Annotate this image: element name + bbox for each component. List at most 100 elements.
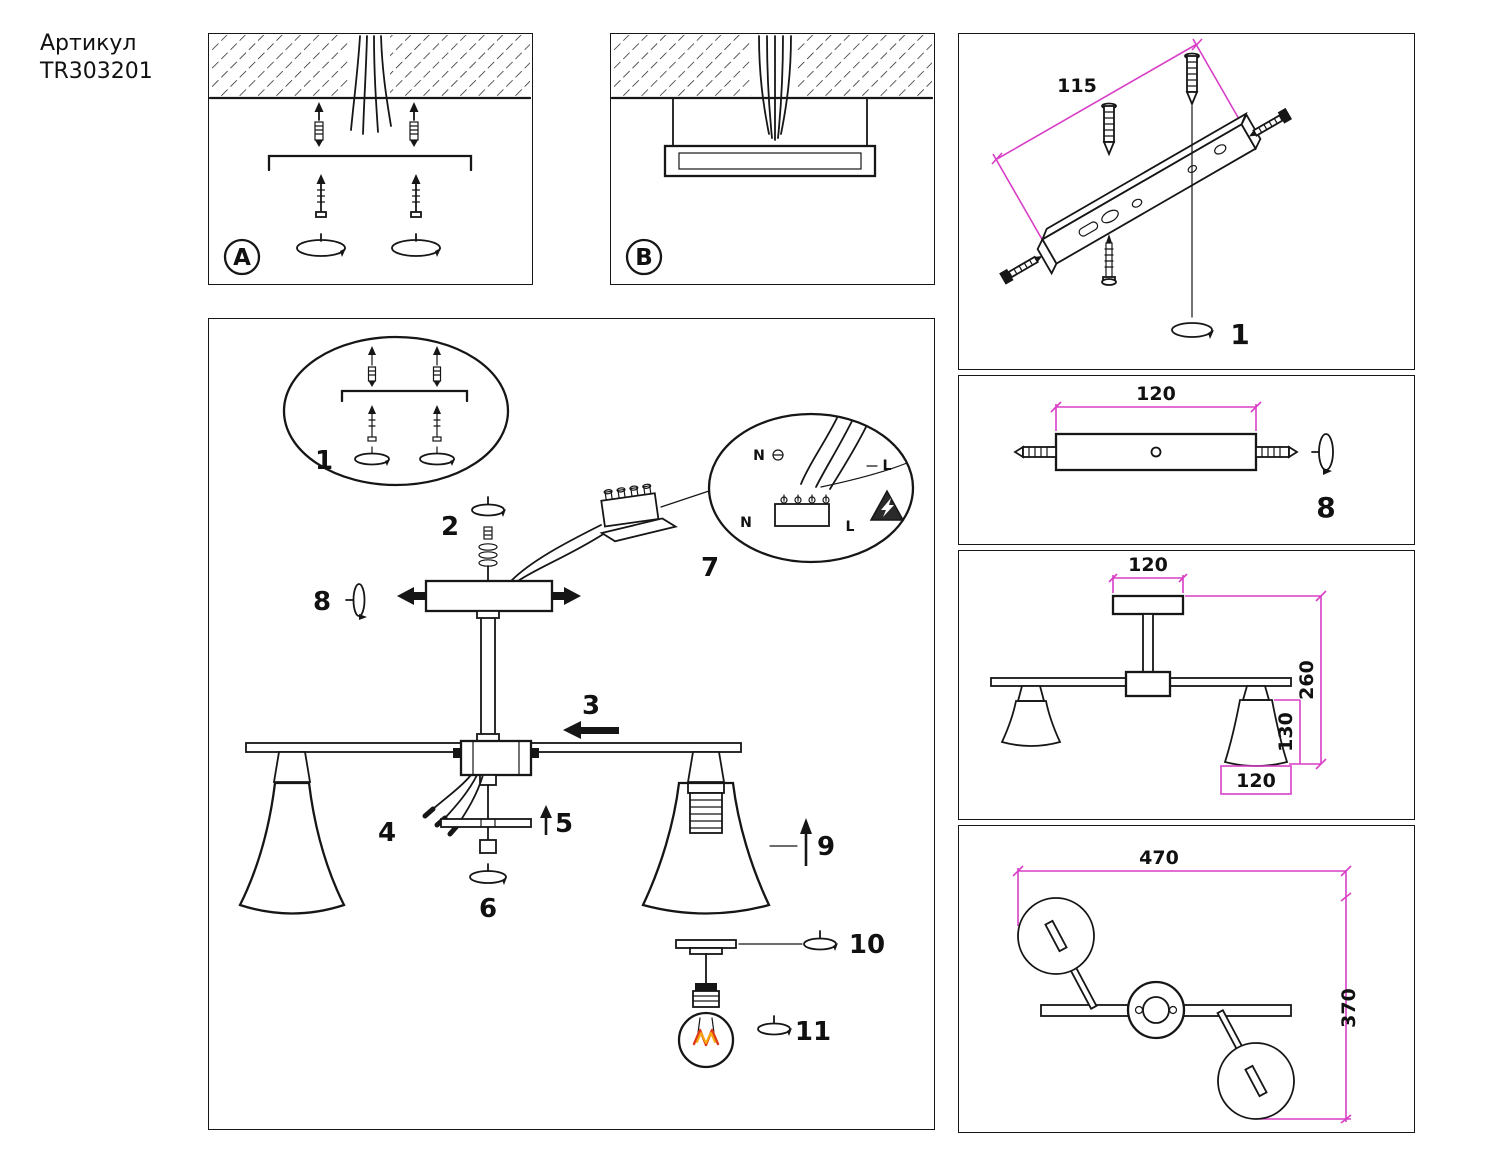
step-7-label: 7 <box>701 553 719 583</box>
dim-370: 370 <box>1259 871 1360 1124</box>
article-block: Артикул TR303201 <box>40 30 153 85</box>
step-9-group: 9 <box>769 818 835 866</box>
wire-l-label: L <box>883 458 892 474</box>
slide-left-arrow-icon <box>397 587 414 605</box>
dim-130: 130 <box>1274 699 1301 764</box>
bracket-iso-drawing: 115 <box>991 38 1293 351</box>
dim-120-shade: 120 <box>1220 765 1292 795</box>
dowel-icon <box>432 346 442 387</box>
step-10-group: 10 <box>675 930 885 960</box>
dim-115-label: 115 <box>1057 75 1097 97</box>
threaded-stud-right <box>1255 445 1299 459</box>
panel-a-drawing: A <box>209 35 531 276</box>
rotate-arrow-icon <box>1171 322 1214 339</box>
dowel-left-icon <box>314 102 324 147</box>
step-4-label: 4 <box>378 818 396 848</box>
dim-260-label: 260 <box>1296 660 1318 700</box>
step-4-group: 4 <box>378 774 484 848</box>
screw-icon <box>1101 234 1117 286</box>
dim-370-label: 370 <box>1338 988 1360 1028</box>
bracket-iso-panel: 115 <box>958 33 1415 370</box>
bolt-icon <box>999 255 1043 285</box>
dim-115: 115 <box>991 38 1244 242</box>
dim-120-top: 120 <box>1108 554 1188 593</box>
bracket-front-drawing: 120 8 <box>1013 383 1336 524</box>
step-6-label: 6 <box>479 894 497 924</box>
stem-side <box>1142 613 1154 677</box>
terminal-block <box>599 483 678 543</box>
panel-a-badge: A <box>223 238 261 276</box>
slide-right-arrow-icon <box>564 587 581 605</box>
dim-shade-width-label: 120 <box>1236 770 1276 792</box>
dim-120: 120 <box>1050 383 1262 431</box>
step-6-group: 6 <box>469 826 507 924</box>
step-3-label: 3 <box>582 691 600 721</box>
dowel-icon <box>1184 52 1200 107</box>
screw-left-icon <box>315 174 327 218</box>
detail-leader-line <box>660 490 710 508</box>
dim-120-label: 120 <box>1136 383 1176 405</box>
wiring-detail-oval: N L N L <box>707 412 915 564</box>
step-11-label: 11 <box>795 1017 831 1047</box>
screw-icon <box>367 405 377 442</box>
detail-terminal-block <box>774 494 830 527</box>
panel-b-badge: B <box>625 238 663 276</box>
step-1-label: 1 <box>315 446 333 476</box>
wire-n-label: N <box>740 515 752 531</box>
dim-260: 260 <box>1185 590 1327 770</box>
top-view-panel: 470 370 <box>958 825 1415 1133</box>
supply-wires <box>510 524 606 582</box>
step-2-label: 2 <box>441 512 459 542</box>
step-3-group: 3 <box>563 691 619 739</box>
arm-left <box>245 742 462 753</box>
mounting-plate <box>663 144 877 178</box>
panel-a-letter: A <box>233 245 251 271</box>
bolt-icon <box>1248 107 1293 137</box>
mounting-bar-outline <box>267 154 473 172</box>
up-arrow-icon <box>800 818 812 834</box>
screw-right-icon <box>410 174 422 218</box>
step-2-group: 2 <box>441 496 506 582</box>
bracket-front-panel: 120 8 <box>958 375 1415 545</box>
wire-bundle <box>350 35 392 135</box>
lampshade-left-side <box>1000 685 1062 747</box>
main-assembly-panel: 1 2 8 <box>208 318 935 1130</box>
rotate-arrow-icon <box>757 1022 791 1036</box>
shade-ring <box>675 939 737 955</box>
electric-warning-icon <box>869 489 905 521</box>
shade-circle-top-left <box>1017 897 1095 975</box>
lampshade-left <box>238 751 346 915</box>
panel-b-plate-mounting: B <box>610 33 935 285</box>
wire-n-label: N <box>753 448 765 464</box>
threaded-stud-left <box>1013 445 1057 459</box>
lampshade-right <box>641 751 771 915</box>
lampshade-right-side <box>1223 685 1289 767</box>
wire-bundle <box>758 35 792 141</box>
bulb-filament <box>692 1028 720 1047</box>
panel-b-letter: B <box>635 245 653 271</box>
detail-wires <box>800 417 908 490</box>
rotate-arrow-icon <box>803 937 837 951</box>
step-8-label: 8 <box>313 587 331 617</box>
step-5-group: 5 <box>440 784 573 839</box>
rotate-arrow-icon <box>1311 433 1334 475</box>
dowel-right-icon <box>409 102 419 147</box>
hub-top-view <box>1126 980 1186 1040</box>
mounting-bracket-front <box>1013 432 1299 472</box>
step-5-label: 5 <box>555 809 573 839</box>
dim-470: 470 <box>1012 847 1352 926</box>
side-view-panel: 120 260 130 120 <box>958 550 1415 820</box>
rotate-arrow-icon <box>419 446 455 466</box>
dim-top-label: 120 <box>1128 554 1168 576</box>
arm-right <box>530 742 742 753</box>
wire-l-label: L <box>846 519 855 535</box>
light-bulb <box>677 983 735 1069</box>
hub-side <box>1124 670 1172 698</box>
dim-130-label: 130 <box>1275 712 1297 752</box>
up-arrow-icon <box>540 805 552 818</box>
panel-a-dowel-mounting: A <box>208 33 533 285</box>
detail-1-label: 1 <box>1230 318 1249 351</box>
dowel-icon <box>1101 102 1117 157</box>
stem-tube <box>476 610 500 742</box>
article-code: TR303201 <box>40 58 153 84</box>
